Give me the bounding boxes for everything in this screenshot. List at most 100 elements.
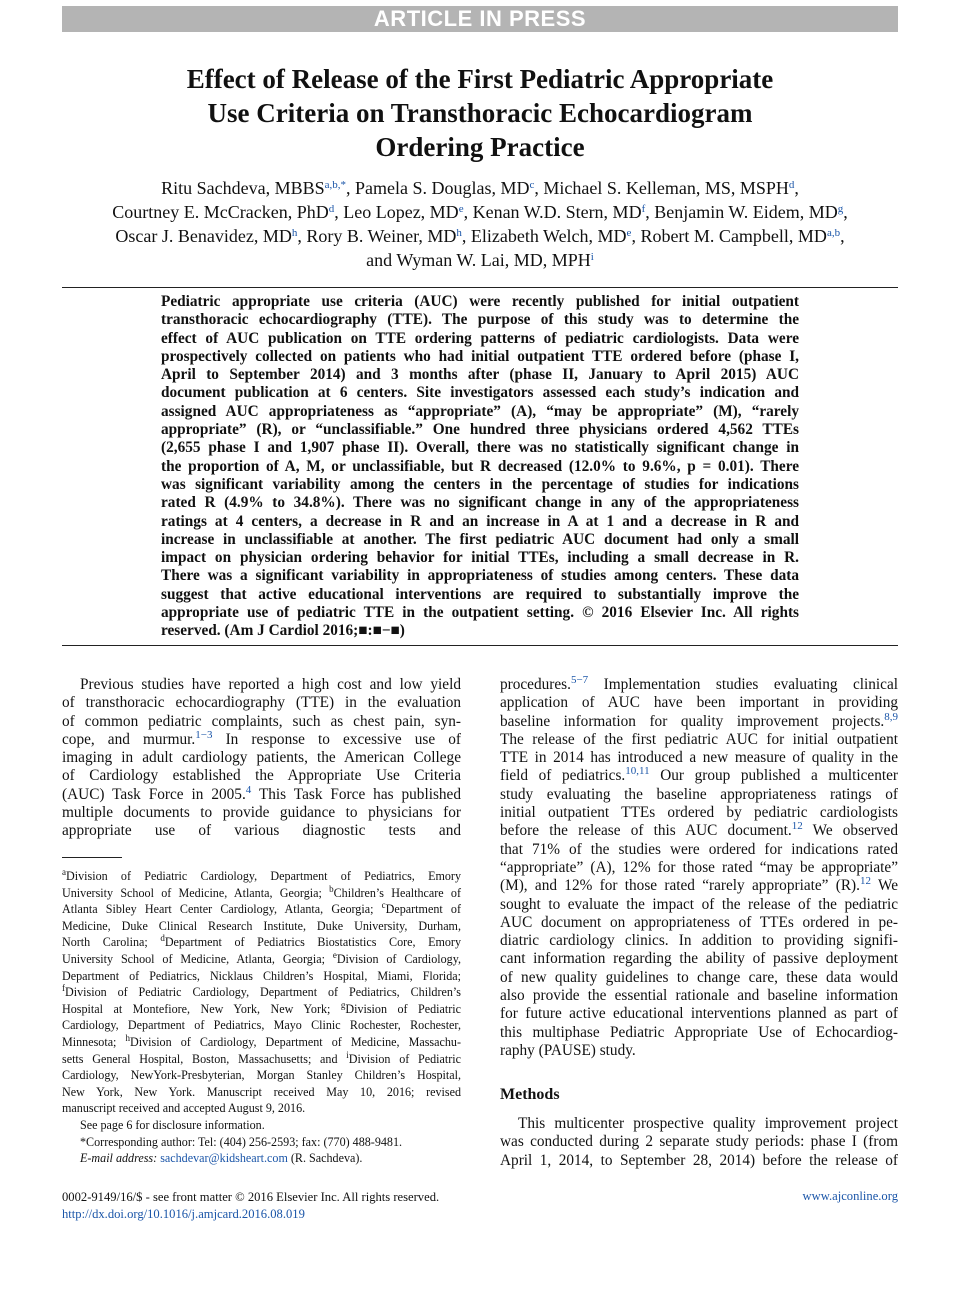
reference-superscript[interactable]: d — [788, 179, 795, 191]
reference-superscript[interactable]: 1−3 — [195, 728, 213, 741]
reference-superscript[interactable]: 5−7 — [570, 674, 589, 686]
reference-superscript[interactable]: 12 — [791, 820, 803, 833]
doi-link[interactable]: http://dx.doi.org/10.1016/j.amjcard.2016… — [62, 1207, 305, 1221]
abstract-line: assigned AUC appropriateness as “appropr… — [161, 402, 799, 420]
article-title: Effect of Release of the First Pediatric… — [62, 62, 898, 164]
footnote-rule — [62, 857, 122, 858]
reference-superscript[interactable]: 8,9 — [884, 710, 898, 723]
affiliation-line: setts General Hospital, Boston, Massachu… — [62, 1049, 461, 1066]
abstract-line: was significant variability among the ce… — [161, 475, 799, 493]
reference-superscript[interactable]: i — [346, 1049, 349, 1060]
reference-superscript[interactable]: e — [332, 949, 337, 960]
issn-line: 0002-9149/16/$ - see front matter © 2016… — [62, 1190, 440, 1204]
abstract-line: transthoracic echocardiography (TTE). Th… — [161, 311, 799, 329]
affiliation-line: manuscript received and accepted August … — [62, 1101, 306, 1116]
body-line: field of pediatrics.10,11 Our group publ… — [500, 765, 899, 785]
reference-superscript[interactable]: h — [291, 227, 298, 239]
abstract-line: reserved. (Am J Cardiol 2016;■:■−■) — [161, 622, 405, 640]
reference-superscript[interactable]: i — [590, 251, 594, 263]
reference-superscript[interactable]: d — [328, 203, 335, 215]
abstract-line: appropriate use of pediatric TTE in the … — [161, 604, 799, 622]
reference-superscript[interactable]: e — [626, 227, 632, 239]
body-line: initial outpatient TTEs ordered by pedia… — [500, 804, 898, 822]
methods-body: This multicenter prospective quality imp… — [500, 1115, 898, 1170]
affiliation-line: University School of Medicine, Atlanta, … — [62, 883, 461, 900]
body-line: appropriate use of various diagnostic te… — [62, 822, 461, 840]
reference-superscript[interactable]: e — [458, 203, 464, 215]
body-line: baseline information for quality improve… — [500, 710, 898, 730]
reference-superscript[interactable]: c — [529, 179, 535, 191]
abstract-line: effect of AUC publication on TTE orderin… — [161, 329, 799, 347]
body-line: cant information regarding the ability o… — [500, 950, 898, 968]
affiliation-line: Medicine, Duke Clinical Research Institu… — [62, 918, 461, 933]
reference-superscript[interactable]: d — [160, 933, 165, 944]
body-line: of common pediatric complaints, such as … — [62, 712, 461, 730]
abstract-line: ratings at 4 centers, a decrease in R an… — [161, 512, 799, 530]
body-line: (AUC) Task Force in 2005.4 This Task For… — [62, 783, 461, 803]
reference-superscript[interactable]: a — [62, 867, 66, 877]
body-line: “appropriate” (A), 12% for those rated “… — [500, 858, 898, 876]
reference-superscript[interactable]: 10,11 — [625, 765, 650, 778]
affiliation-line: New York, New York. Manuscript received … — [62, 1084, 461, 1099]
affiliation-line: Hospital at Montefiore, New York, New Yo… — [62, 999, 461, 1016]
reference-superscript[interactable]: h — [456, 227, 462, 239]
email-label: E-mail address: — [80, 1151, 158, 1166]
email-link[interactable]: sachdevar@kidsheart.com — [160, 1151, 288, 1166]
abstract-line: (2,655 phase I and 1,907 phase II). Over… — [161, 439, 799, 457]
abstract-line: document publication at 6 centers. Site … — [161, 384, 799, 402]
body-line: was conducted during 2 separate study pe… — [500, 1133, 898, 1151]
affiliation-line: University School of Medicine, Atlanta, … — [62, 949, 462, 966]
reference-superscript[interactable]: c — [381, 900, 386, 911]
reference-superscript[interactable]: f — [62, 983, 65, 994]
body-line: April 1, 2014, to September 28, 2014) be… — [500, 1151, 898, 1169]
body-line: for future active educational interventi… — [500, 1005, 898, 1023]
reference-superscript[interactable]: a,b — [826, 227, 841, 239]
body-line: diatric cardiology clinics. In addition … — [500, 932, 898, 950]
reference-superscript[interactable]: f — [641, 203, 646, 215]
footer-left: 0002-9149/16/$ - see front matter © 2016… — [62, 1189, 439, 1223]
body-line: (M), and 12% for those rated “rarely app… — [500, 875, 898, 895]
article-in-press-banner: ARTICLE IN PRESS — [62, 6, 898, 32]
body-line: of Cardiology established the Appropriat… — [62, 767, 461, 785]
body-line: application of AUC have been important i… — [500, 694, 898, 712]
reference-superscript[interactable]: 12 — [859, 875, 871, 888]
methods-heading: Methods — [500, 1086, 560, 1103]
reference-superscript[interactable]: h — [125, 1032, 130, 1043]
author-line: Ritu Sachdeva, MBBSa,b,*, Pamela S. Doug… — [161, 178, 799, 198]
body-line: of transthoracic echocardiography (TTE) … — [62, 694, 461, 712]
body-line: sought to evaluate the impact of the rel… — [500, 895, 898, 913]
body-line: The release of the first pediatric AUC f… — [500, 730, 898, 748]
affiliation-line: North Carolina; dDepartment of Pediatric… — [62, 933, 462, 950]
affiliation-line: Cardiology, Department of Pediatrics, Ma… — [62, 1018, 461, 1033]
body-line: imaging in adult cardiology patients, th… — [62, 749, 461, 767]
body-line: Previous studies have reported a high co… — [80, 676, 461, 693]
reference-superscript[interactable]: b — [329, 883, 334, 894]
body-line: TTE in 2014 has introduced a new measure… — [500, 749, 898, 767]
body-line: this multiphase Pediatric Appropriate Us… — [500, 1023, 898, 1041]
left-column-body: Previous studies have reported a high co… — [62, 676, 461, 841]
abstract-line: the proportion of A, M, or unclassifiabl… — [161, 457, 799, 475]
abstract-bottom-rule — [62, 645, 898, 646]
body-line: procedures.5−7 Implementation studies ev… — [500, 674, 898, 694]
footnotes: aDivision of Pediatric Cardiology, Depar… — [62, 868, 461, 1167]
email-line: E-mail address: sachdevar@kidsheart.com … — [62, 1150, 461, 1167]
abstract-line: April to September 2014) and 3 months af… — [161, 366, 799, 384]
author-list: Ritu Sachdeva, MBBSa,b,*, Pamela S. Doug… — [62, 176, 898, 272]
affiliation-line: Minnesota; hDivision of Cardiology, Depa… — [62, 1032, 461, 1049]
journal-website-link[interactable]: www.ajconline.org — [802, 1189, 898, 1203]
corresponding-author: *Corresponding author: Tel: (404) 256-25… — [80, 1134, 403, 1149]
reference-superscript[interactable]: g — [340, 999, 346, 1010]
affiliations: aDivision of Pediatric Cardiology, Depar… — [62, 868, 461, 1117]
abstract-line: rated R (4.9% to 34.8%). There was no si… — [161, 494, 799, 512]
abstract-line: increase in unclassifiable at another. T… — [161, 530, 799, 548]
reference-superscript[interactable]: 4 — [245, 783, 252, 796]
abstract-line: prospectively collected on patients who … — [161, 347, 799, 365]
reference-superscript[interactable]: g — [837, 203, 844, 215]
disclosure-note: See page 6 for disclosure information. — [80, 1117, 265, 1132]
abstract-line: suggest that active educational interven… — [161, 585, 799, 603]
affiliation-line: fDivision of Pediatric Cardiology, Depar… — [62, 983, 461, 1000]
abstract-line: appropriate” (R), or “unclassifiable.” O… — [161, 421, 799, 439]
affiliation-line: Department of Pediatrics, Nicklaus Child… — [62, 968, 461, 983]
title-line: Effect of Release of the First Pediatric… — [186, 64, 774, 94]
reference-superscript[interactable]: a,b,* — [324, 179, 346, 191]
